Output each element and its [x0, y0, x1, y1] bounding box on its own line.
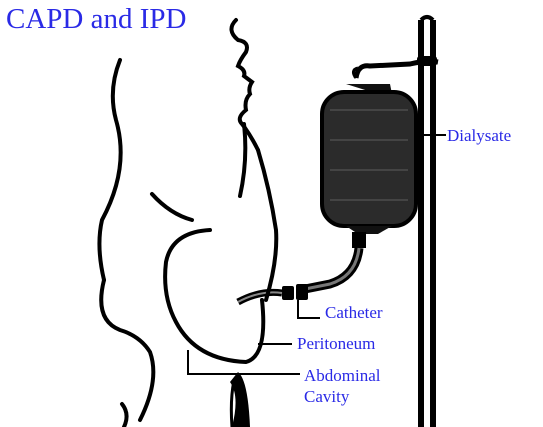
peritoneum-label: Peritoneum: [297, 334, 375, 354]
catheter-pointer: [298, 300, 320, 318]
dialysate-bag: [322, 84, 416, 234]
iv-pole: [421, 17, 433, 427]
catheter-label: Catheter: [325, 303, 383, 323]
abdominal-cavity-label-line1: Abdominal: [304, 366, 381, 386]
tubing: [238, 232, 366, 302]
bag-hanger: [353, 56, 438, 78]
abdominal-cavity-label-line2: Cavity: [304, 387, 349, 407]
legs: [230, 372, 250, 427]
dialysate-label: Dialysate: [447, 126, 511, 146]
diagram-title: CAPD and IPD: [6, 3, 186, 36]
